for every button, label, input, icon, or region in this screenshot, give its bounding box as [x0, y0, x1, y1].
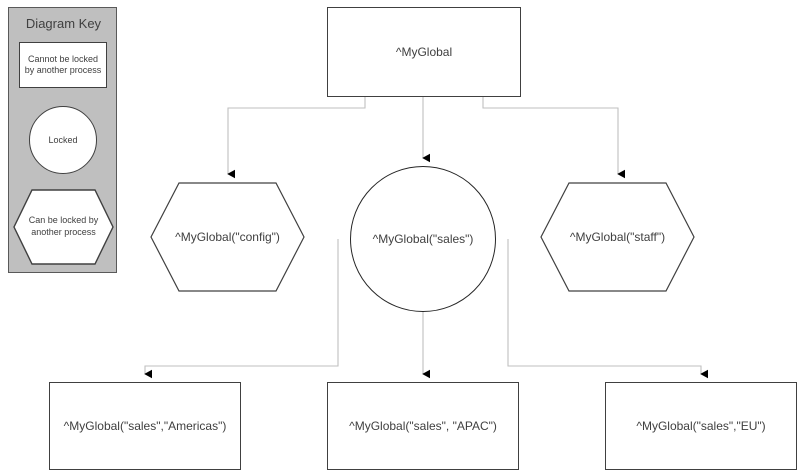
node-my-global-sales-eu[interactable]: ^MyGlobal("sales","EU")	[605, 382, 797, 470]
legend-item-rectangle: Cannot be locked by another process	[19, 42, 107, 88]
edge-sales-to-eu	[507, 239, 708, 379]
node-my-global-config[interactable]: ^MyGlobal("config")	[150, 182, 305, 292]
diagram-key-title: Diagram Key	[25, 16, 102, 31]
node-my-global-sales-americas[interactable]: ^MyGlobal("sales","Americas")	[49, 382, 241, 470]
legend-hexagon-shape	[13, 189, 114, 265]
node-my-global-sales-eu-label: ^MyGlobal("sales","EU")	[636, 419, 766, 433]
node-config-hexagon-shape	[150, 182, 305, 292]
edge-root-to-staff	[482, 97, 625, 179]
legend-hexagon-label: Can be locked by another process	[28, 215, 99, 237]
node-my-global-sales-apac[interactable]: ^MyGlobal("sales", "APAC")	[327, 382, 519, 470]
edge-sales-to-americas	[144, 239, 339, 379]
node-staff-hexagon-shape	[540, 182, 695, 292]
edge-root-to-config	[227, 97, 366, 179]
node-my-global-sales[interactable]: ^MyGlobal("sales")	[350, 166, 496, 312]
diagram-key-panel: Diagram Key Cannot be locked by another …	[8, 7, 117, 273]
node-my-global-sales-label: ^MyGlobal("sales")	[372, 232, 474, 246]
node-my-global-staff-label: ^MyGlobal("staff")	[569, 230, 666, 244]
node-my-global-config-label: ^MyGlobal("config")	[175, 230, 280, 244]
legend-circle-label: Locked	[48, 135, 78, 145]
node-my-global-label: ^MyGlobal	[395, 45, 453, 59]
node-my-global-sales-apac-label: ^MyGlobal("sales", "APAC")	[349, 419, 497, 433]
node-my-global[interactable]: ^MyGlobal	[327, 7, 521, 97]
legend-item-circle: Locked	[29, 106, 97, 174]
node-my-global-staff[interactable]: ^MyGlobal("staff")	[540, 182, 695, 292]
node-my-global-sales-americas-label: ^MyGlobal("sales","Americas")	[63, 419, 227, 433]
legend-rectangle-label: Cannot be locked by another process	[24, 53, 102, 75]
legend-item-hexagon: Can be locked by another process	[13, 189, 114, 265]
